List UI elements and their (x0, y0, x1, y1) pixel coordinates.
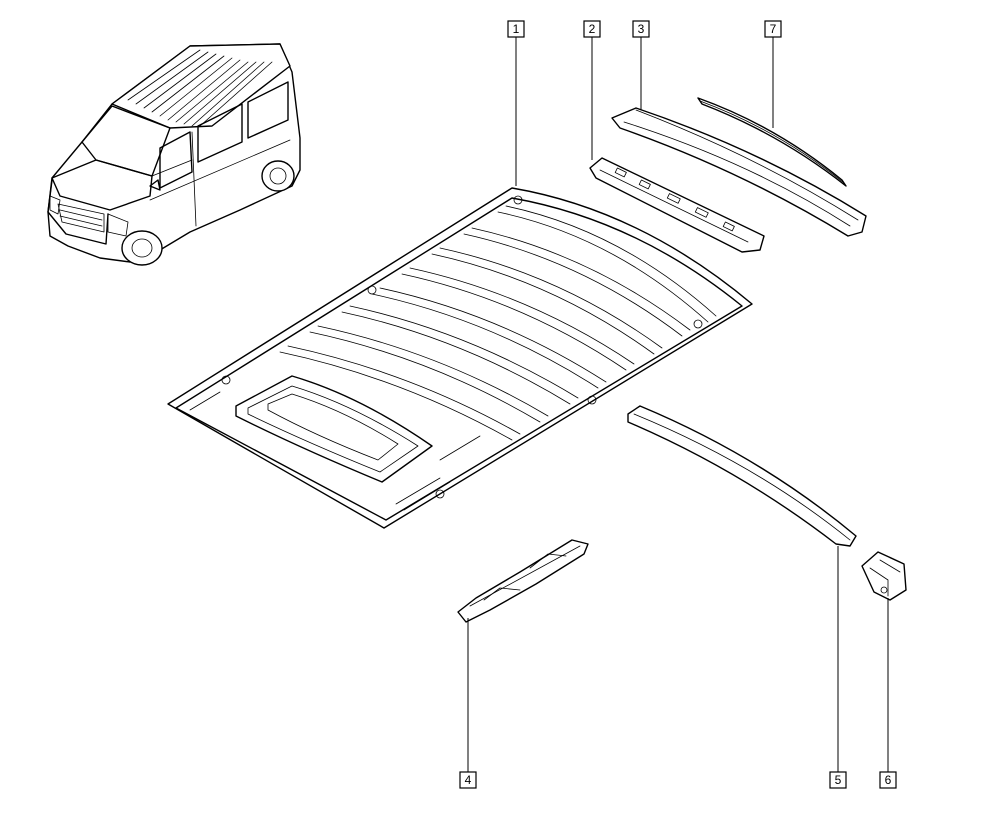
seal-strip (697, 97, 847, 187)
roof-panel (167, 187, 753, 529)
rear-cross-member (457, 539, 589, 623)
front-roof-bow (611, 107, 867, 237)
corner-bracket (861, 551, 907, 601)
leader-lines (467, 37, 889, 772)
callout-label: 1 (513, 22, 520, 36)
van-illustration (47, 43, 301, 266)
callout-label: 2 (589, 22, 596, 36)
callout-label: 3 (638, 22, 645, 36)
callout-4: 4 (459, 771, 477, 789)
callout-label: 5 (835, 773, 842, 787)
callout-label: 6 (885, 773, 892, 787)
callout-1: 1 (507, 20, 525, 38)
callout-6: 6 (879, 771, 897, 789)
rear-roof-bow (627, 405, 857, 547)
front-cross-member (589, 157, 765, 253)
callout-5: 5 (829, 771, 847, 789)
callout-label: 7 (770, 22, 777, 36)
callout-label: 4 (465, 773, 472, 787)
callout-3: 3 (632, 20, 650, 38)
callout-7: 7 (764, 20, 782, 38)
callout-2: 2 (583, 20, 601, 38)
